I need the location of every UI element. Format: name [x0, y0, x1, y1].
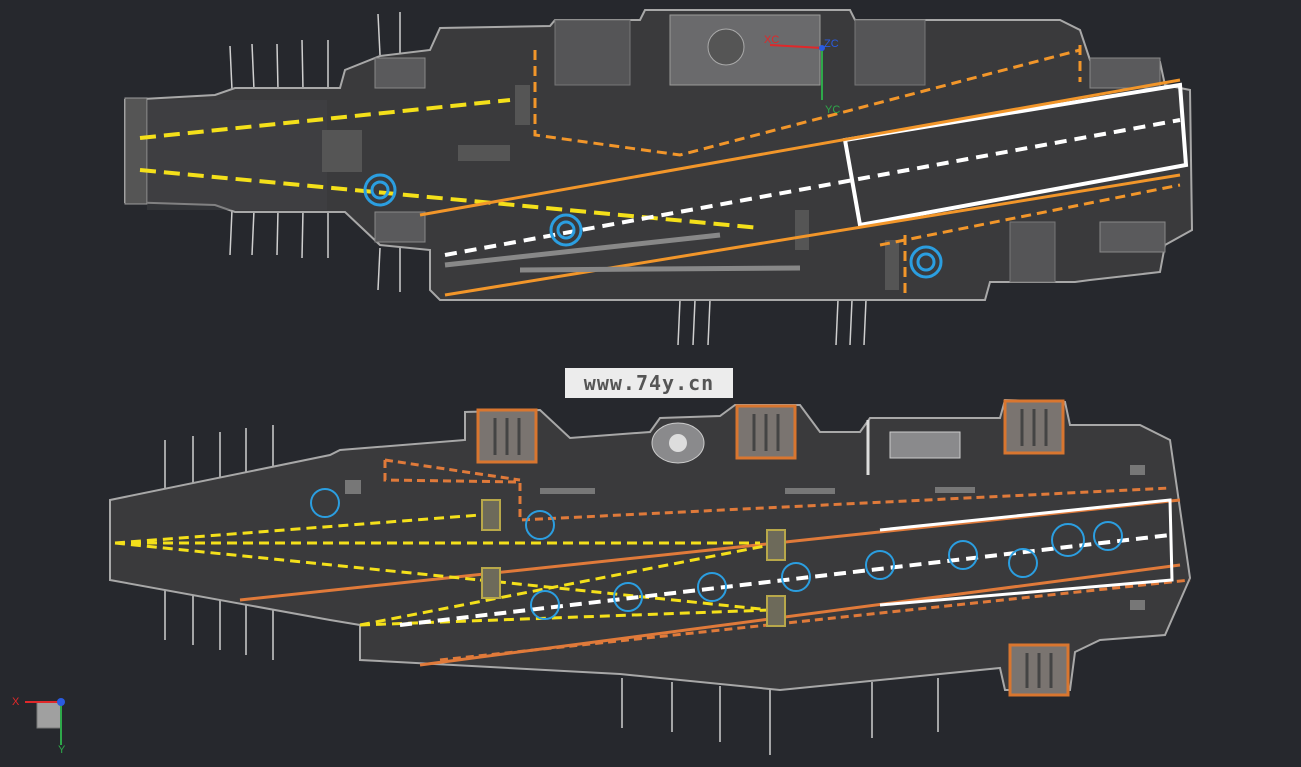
csys-y-label: Y [58, 744, 66, 756]
deck-shade [147, 100, 327, 210]
deck-elevators[interactable] [476, 399, 1070, 697]
deck-markings-bottom [114, 458, 1191, 667]
deck-markings-top [139, 45, 1181, 297]
mast-array-lower [164, 425, 939, 755]
wcs-triad [769, 44, 825, 100]
elevator-block [554, 19, 631, 86]
wcs-yc-label: YC [825, 104, 841, 116]
sponson [1099, 221, 1166, 253]
absolute-csys [25, 698, 65, 745]
helicopter-models[interactable] [651, 420, 961, 475]
carrier-top-view[interactable] [124, 9, 1194, 346]
wcs-zc-label: ZC [824, 38, 839, 50]
deck-equipment-grid [322, 85, 899, 290]
stern-block [124, 97, 148, 205]
sponson [1089, 57, 1161, 89]
carrier-bottom-view[interactable] [109, 398, 1192, 755]
catapult-track [842, 82, 1189, 228]
csys-x-label: X [12, 696, 20, 708]
radar-dome [707, 28, 745, 66]
jet-blast-deflectors [481, 499, 786, 627]
hull-outline [109, 398, 1192, 692]
sponson [374, 211, 426, 243]
elevator-block [854, 19, 926, 86]
mast-array-upper [229, 12, 867, 346]
aircraft-spot-markers[interactable] [310, 488, 1123, 620]
island-superstructure[interactable] [669, 14, 821, 86]
side-equipment [345, 465, 1145, 610]
wcs-xc-label: XC [764, 34, 780, 46]
watermark-label: www.74y.cn [565, 368, 733, 398]
elevator-block [1009, 221, 1056, 283]
aircraft-spot-markers[interactable] [363, 173, 943, 279]
sponson [374, 57, 426, 89]
